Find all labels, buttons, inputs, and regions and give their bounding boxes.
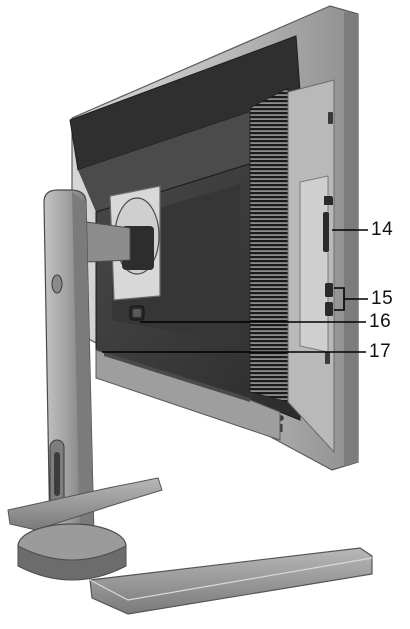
stand-column-edge: [72, 192, 94, 540]
monitor-top-ridge: [78, 112, 262, 212]
cable-cover-groove: [104, 352, 250, 402]
usb-port-lower: [325, 302, 333, 316]
base-front-foot: [89, 547, 373, 615]
leader-15: [334, 287, 368, 311]
side-port-bay: [299, 175, 329, 353]
security-lock-slot: [279, 424, 283, 432]
cooling-vents: [249, 87, 289, 403]
sd-card-icon: [324, 196, 333, 205]
sd-card-slot: [323, 212, 329, 252]
monitor-front-edge: [344, 12, 358, 466]
usb-port-upper: [325, 283, 333, 297]
lock-slot-mid: [325, 352, 330, 364]
lock-slot-top: [328, 112, 333, 124]
callout-14: 14: [371, 219, 394, 240]
callout-17: 17: [369, 341, 392, 362]
callout-16: 16: [369, 311, 392, 332]
callout-15: 15: [371, 288, 394, 309]
stand-arm: [85, 221, 131, 263]
base-rear-foot: [7, 477, 163, 531]
stand-knob: [51, 274, 63, 294]
leader-lines: [102, 229, 368, 353]
